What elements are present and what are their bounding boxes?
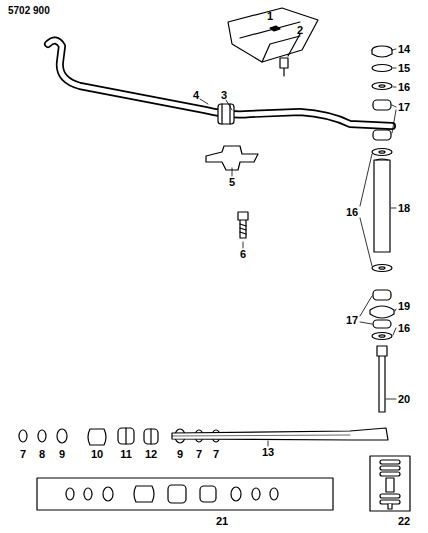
bracket	[228, 8, 318, 62]
callout-number: 13	[262, 447, 274, 458]
leader-line	[288, 34, 300, 56]
callout-number: 8	[39, 449, 45, 460]
callout-number: 3	[221, 90, 227, 101]
kit-parts	[380, 460, 400, 509]
callout-number: 7	[20, 449, 26, 460]
bracket-hole	[270, 26, 280, 31]
bracket-detail	[240, 22, 300, 62]
callout-number: 21	[216, 516, 228, 527]
bushing-detail	[222, 104, 230, 124]
bolt	[238, 212, 248, 238]
callout-number: 10	[91, 449, 103, 460]
callout-number: 12	[145, 449, 157, 460]
callout-number: 5	[229, 177, 235, 188]
leader-line	[268, 441, 269, 446]
leader-line	[232, 168, 233, 176]
callout-number: 22	[398, 516, 410, 527]
callout-number: 7	[196, 449, 202, 460]
callout-number: 17	[398, 102, 410, 113]
kit-box	[37, 478, 333, 510]
bolt-thread	[240, 224, 246, 234]
callout-number: 19	[398, 301, 410, 312]
callout-number: 14	[398, 44, 410, 55]
strut-bar-detail	[172, 435, 350, 436]
callout-number: 4	[193, 90, 199, 101]
kit-box	[370, 456, 410, 511]
callout-number: 6	[240, 249, 246, 260]
stabilizer-bar	[48, 40, 392, 126]
leader-lines	[360, 49, 396, 399]
drawing-number: 5702 900	[8, 6, 50, 16]
strut-bar	[172, 428, 388, 440]
callout-number: 17	[346, 315, 358, 326]
bushing	[218, 104, 234, 124]
callout-number: 16	[398, 82, 410, 93]
callout-number: 16	[398, 323, 410, 334]
callout-number: 16	[346, 207, 358, 218]
kit-parts	[66, 485, 278, 503]
sleeve-top	[376, 159, 388, 160]
callout-number: 7	[213, 449, 219, 460]
leader-line	[243, 242, 244, 248]
clamp-bracket	[206, 146, 258, 170]
leader-line	[200, 99, 208, 104]
leader-line	[226, 100, 232, 110]
washer-stack	[370, 46, 394, 412]
callout-number: 9	[177, 449, 183, 460]
bolt	[280, 58, 288, 76]
callout-number: 1	[267, 11, 273, 22]
callout-number: 18	[398, 203, 410, 214]
callout-number: 20	[398, 394, 410, 405]
callout-number: 15	[398, 63, 410, 74]
callout-number: 11	[120, 449, 132, 460]
callout-number: 2	[297, 25, 303, 36]
callout-number: 9	[59, 449, 65, 460]
